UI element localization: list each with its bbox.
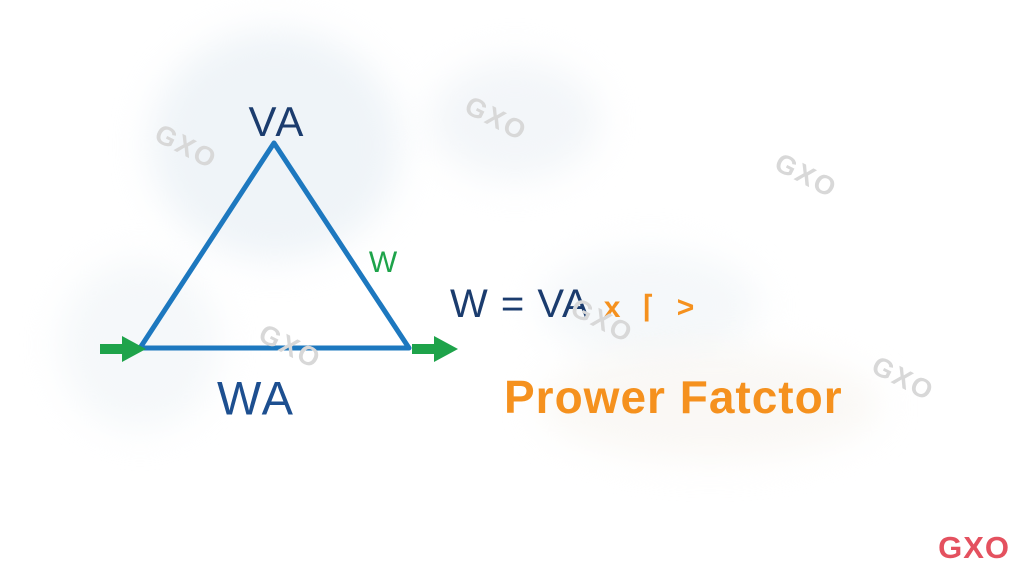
caption-power-factor: Prower Fatctor (504, 371, 843, 423)
triangle-outline (137, 140, 412, 351)
triangle-base-label: WA (217, 371, 295, 425)
equation-blue-part: W = VA (450, 282, 590, 326)
gxo-logo: GXO (938, 530, 1010, 565)
equation: W = VA x ⌈ > (450, 282, 701, 327)
triangle-side-label: W (368, 246, 398, 279)
left-arrow-icon (100, 336, 146, 362)
right-arrow-icon (412, 336, 458, 362)
equation-orange-part: x ⌈ > (603, 291, 702, 324)
triangle-apex-label: VA (248, 98, 306, 145)
